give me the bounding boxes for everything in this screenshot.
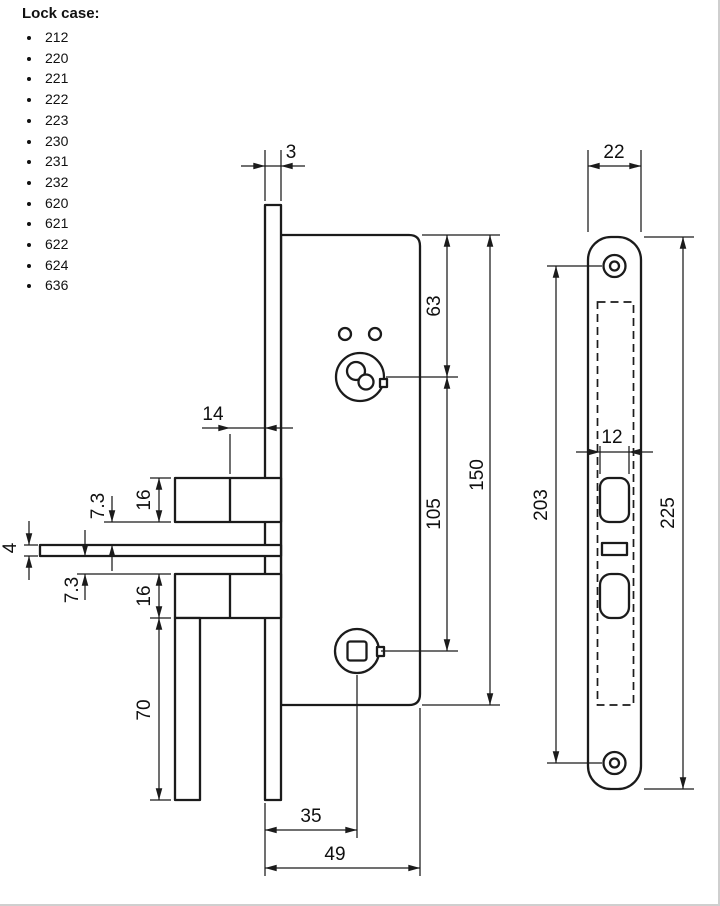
dim-lower-length: 70 — [134, 617, 171, 801]
lock-case-item: 624 — [42, 255, 100, 276]
mid-cutout — [600, 541, 629, 557]
lock-case-items: 212 220 221 222 223 230 231 232 620 621 … — [22, 27, 100, 296]
dim-cutout-width: 12 — [576, 427, 653, 474]
dim-label-7-3-lower: 7.3 — [62, 577, 83, 603]
lock-case-item: 222 — [42, 89, 100, 110]
lock-case-item: 636 — [42, 275, 100, 296]
dim-label-12: 12 — [601, 427, 622, 448]
dim-label-49: 49 — [324, 844, 345, 865]
dim-strip-thickness: 4 — [0, 521, 38, 580]
dim-label-203: 203 — [531, 489, 552, 521]
screw-hole-small-right — [367, 326, 383, 342]
dim-screw-spacing: 203 — [531, 265, 602, 764]
lock-case-item: 230 — [42, 131, 100, 152]
dim-case-height: 150 — [422, 234, 500, 706]
latch-bolt — [173, 476, 283, 524]
dim-faceplate-thickness: 3 — [241, 142, 305, 201]
side-view — [38, 203, 422, 802]
dim-plate-width: 22 — [587, 142, 642, 232]
screw-hole-small-left — [337, 326, 353, 342]
lock-case-item: 221 — [42, 68, 100, 89]
lock-case-item: 231 — [42, 151, 100, 172]
lock-case-list: Lock case: 212 220 221 222 223 230 231 2… — [22, 5, 100, 296]
cylinder-notch — [378, 377, 389, 389]
dim-label-7-3-upper: 7.3 — [88, 493, 109, 519]
dim-latch-offset: 7.3 — [88, 493, 116, 571]
lock-case-item: 223 — [42, 110, 100, 131]
dim-latch-height: 16 — [104, 477, 171, 523]
dim-label-225: 225 — [658, 497, 679, 529]
lock-case-item: 621 — [42, 213, 100, 234]
latch-cutout — [598, 476, 631, 524]
bolt-cutout — [598, 572, 631, 620]
screw-hole-top-inner — [608, 260, 621, 272]
dim-label-63: 63 — [424, 295, 445, 316]
dim-bolt-height: 16 — [134, 573, 171, 619]
dim-label-4: 4 — [0, 542, 21, 553]
dim-label-22: 22 — [603, 142, 624, 163]
dim-backset: 35 — [264, 675, 358, 876]
lock-body — [279, 233, 422, 707]
lock-case-title: Lock case: — [22, 5, 100, 22]
dim-cylinder-to-follower: 105 — [381, 376, 458, 652]
dim-latch-head-depth: 14 — [202, 404, 293, 474]
trim-strip — [38, 543, 283, 558]
lock-case-item: 220 — [42, 48, 100, 69]
dim-label-35: 35 — [300, 806, 321, 827]
lock-case-item: 620 — [42, 193, 100, 214]
dim-bolt-offset: 7.3 — [62, 530, 171, 603]
lock-case-item: 622 — [42, 234, 100, 255]
front-view — [586, 235, 643, 791]
cylinder-cam-lower — [357, 373, 375, 391]
lower-bar — [173, 616, 202, 802]
follower-square — [346, 640, 368, 662]
screw-hole-bottom-inner — [608, 757, 621, 769]
case-hidden-outline — [596, 301, 635, 706]
dim-label-16-lower: 16 — [134, 585, 155, 606]
dim-label-105: 105 — [424, 498, 445, 530]
dim-label-70: 70 — [134, 699, 155, 720]
dim-label-14: 14 — [202, 404, 224, 425]
deadbolt — [173, 572, 283, 620]
dim-label-150: 150 — [467, 459, 488, 491]
dim-case-depth: 49 — [264, 708, 421, 876]
dim-label-16-upper: 16 — [134, 489, 155, 510]
lock-case-item: 212 — [42, 27, 100, 48]
dim-label-3: 3 — [286, 142, 297, 163]
lock-case-item: 232 — [42, 172, 100, 193]
dim-plate-height: 225 — [644, 236, 694, 790]
